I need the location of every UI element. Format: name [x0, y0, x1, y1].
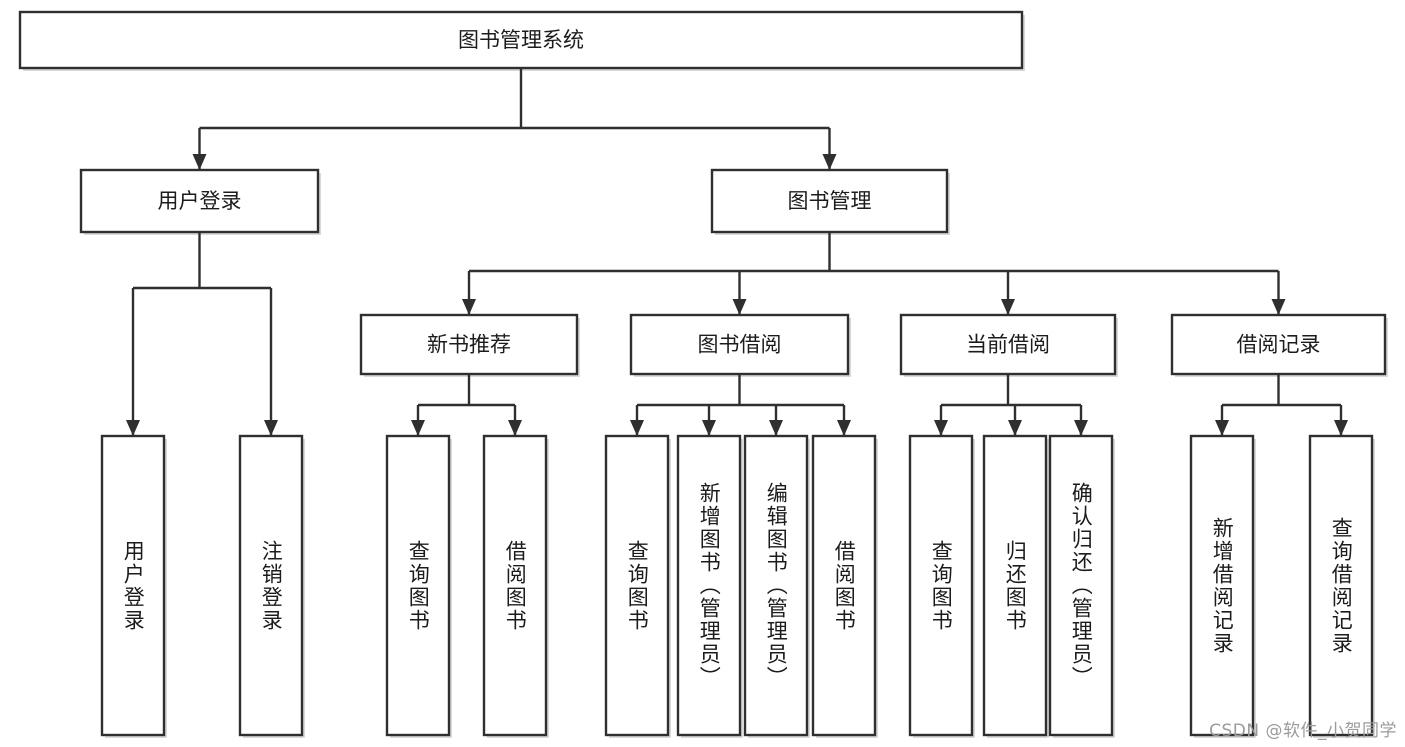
- arrow-head-icon: [264, 420, 278, 436]
- arrow-head-icon: [1215, 420, 1229, 436]
- level2-node-book-borrow[interactable]: [629, 313, 850, 376]
- leaf-node-leaf-edit-book[interactable]: [743, 434, 809, 737]
- arrow-head-icon: [1074, 420, 1088, 436]
- arrow-head-icon: [1271, 299, 1286, 315]
- leaf-node-leaf-confirm-return[interactable]: [1048, 434, 1114, 737]
- leaf-node-leaf-borrow-book-rec[interactable]: [482, 434, 548, 737]
- arrow-head-icon: [1001, 299, 1015, 315]
- arrow-head-icon: [702, 420, 716, 436]
- arrow-head-icon: [934, 420, 948, 436]
- level2-node-borrow-record[interactable]: [1170, 313, 1387, 376]
- connector-layer: [126, 68, 1348, 436]
- arrow-head-icon: [192, 154, 207, 170]
- arrow-head-icon: [769, 420, 783, 436]
- level1-node-label-user-login: 用户登录: [158, 189, 242, 213]
- arrow-head-icon: [126, 420, 140, 436]
- box-layer: [18, 10, 1387, 737]
- level1-node-label-book-manage: 图书管理: [788, 189, 872, 213]
- watermark: CSDN @软件_小贺同学: [1209, 721, 1397, 741]
- leaf-node-leaf-add-book[interactable]: [676, 434, 742, 737]
- level2-node-label-new-book-rec: 新书推荐: [427, 333, 511, 357]
- arrow-head-icon: [411, 420, 425, 436]
- arrow-head-icon: [462, 299, 476, 315]
- arrow-head-icon: [732, 299, 747, 315]
- level2-node-label-book-borrow: 图书借阅: [698, 333, 782, 357]
- leaf-node-leaf-logout[interactable]: [238, 434, 304, 737]
- arrow-head-icon: [1008, 420, 1022, 436]
- arrow-head-icon: [822, 154, 837, 170]
- leaf-node-leaf-query-book-rec[interactable]: [385, 434, 451, 737]
- leaf-node-leaf-return-book[interactable]: [982, 434, 1048, 737]
- arrow-head-icon: [837, 420, 851, 436]
- root-node-label: 图书管理系统: [458, 28, 584, 52]
- arrow-head-icon: [1334, 420, 1348, 436]
- root-node-root[interactable]: [18, 10, 1024, 70]
- leaf-node-leaf-borrow-book[interactable]: [811, 434, 877, 737]
- level1-node-user-login[interactable]: [79, 168, 320, 234]
- level2-node-new-book-rec[interactable]: [359, 313, 579, 376]
- level2-node-label-borrow-record: 借阅记录: [1237, 333, 1321, 357]
- leaf-node-leaf-query-book-borrow[interactable]: [604, 434, 670, 737]
- leaf-node-leaf-query-book-cur[interactable]: [908, 434, 974, 737]
- level1-node-book-manage[interactable]: [710, 168, 949, 234]
- leaf-node-leaf-user-login[interactable]: [100, 434, 166, 737]
- level2-node-current-borrow[interactable]: [899, 313, 1117, 376]
- arrow-head-icon: [508, 420, 522, 436]
- leaf-node-leaf-add-record[interactable]: [1189, 434, 1255, 737]
- leaf-node-leaf-query-record[interactable]: [1308, 434, 1374, 737]
- arrow-head-icon: [630, 420, 644, 436]
- level2-node-label-current-borrow: 当前借阅: [966, 333, 1050, 357]
